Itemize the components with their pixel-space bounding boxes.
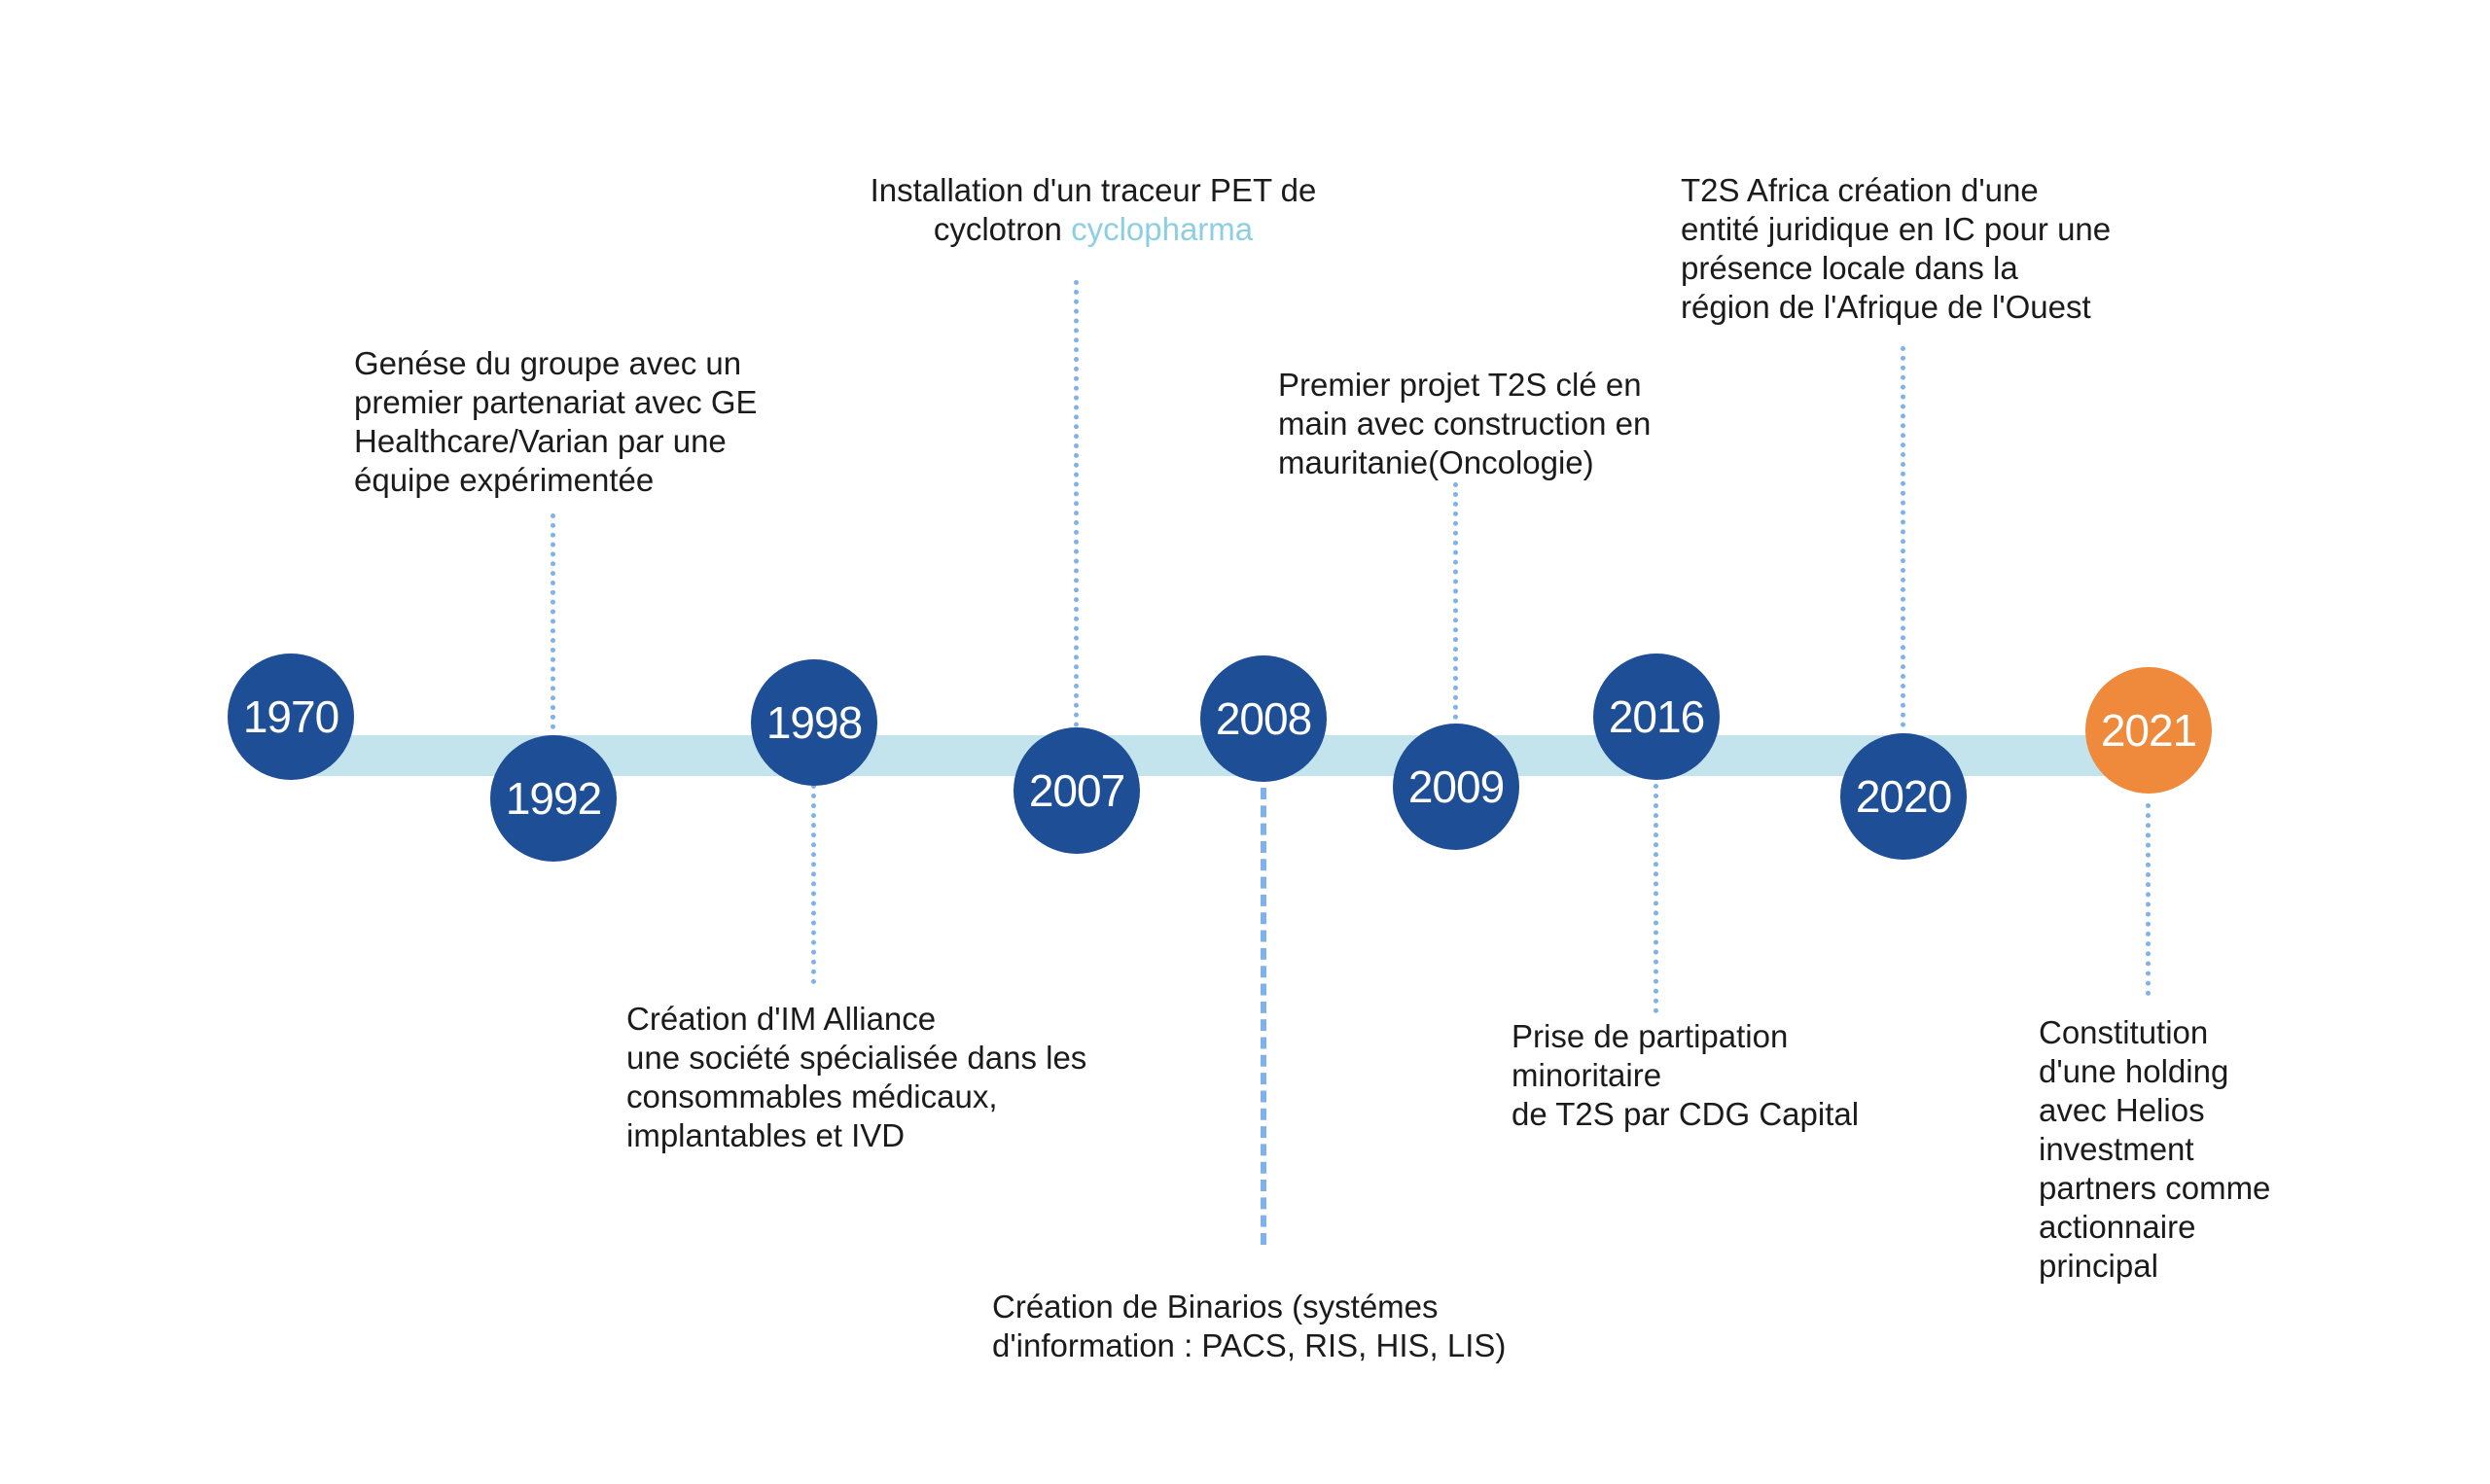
- year-node-1992: 1992: [490, 735, 617, 862]
- milestone-text-1998: Création d'IM Alliance une société spéci…: [626, 1001, 1087, 1153]
- milestone-text-2020: T2S Africa création d'une entité juridiq…: [1681, 172, 2112, 325]
- year-node-2016: 2016: [1593, 654, 1720, 780]
- milestone-text-2021: Constitution d'une holding avec Helios i…: [2039, 1014, 2271, 1284]
- connector-2021: [2146, 803, 2151, 996]
- year-node-2020: 2020: [1840, 733, 1967, 860]
- year-node-2008: 2008: [1200, 655, 1327, 782]
- milestone-text-2007: Installation d'un traceur PET de cyclotr…: [831, 171, 1356, 249]
- milestone-text-2016: Prise de partipation minoritaire de T2S …: [1512, 1018, 1860, 1132]
- milestone-text-2007-main: Installation d'un traceur PET de cyclotr…: [870, 172, 1317, 247]
- connector-2009: [1453, 482, 1458, 720]
- connector-2008: [1261, 788, 1266, 1245]
- year-node-2021: 2021: [2085, 667, 2212, 794]
- connector-2016: [1654, 784, 1658, 1013]
- year-node-2007: 2007: [1014, 727, 1140, 854]
- connector-1992: [551, 513, 555, 729]
- connector-2020: [1901, 346, 1905, 727]
- connector-2007: [1074, 280, 1079, 727]
- cyclopharma-highlight: cyclopharma: [1071, 211, 1254, 247]
- milestone-text-1992: Genése du groupe avec un premier partena…: [354, 345, 758, 498]
- milestone-text-2009: Premier projet T2S clé en main avec cons…: [1278, 367, 1652, 480]
- milestone-text-2008: Création de Binarios (systémes d'informa…: [992, 1289, 1507, 1363]
- year-node-2009: 2009: [1393, 724, 1519, 850]
- year-node-1970: 1970: [228, 654, 354, 780]
- year-node-1998: 1998: [751, 659, 877, 786]
- connector-1998: [811, 784, 816, 984]
